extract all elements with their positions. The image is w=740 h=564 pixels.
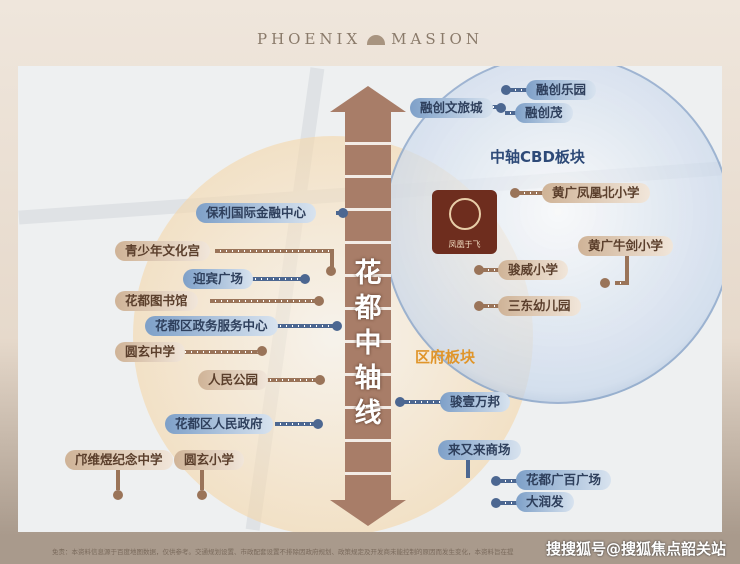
connector-dot xyxy=(313,419,323,429)
connector-dot xyxy=(491,476,501,486)
brand-left: PHOENIX xyxy=(257,30,362,48)
arrow-down-icon xyxy=(330,500,406,526)
poi-hg-fenghuang-school: 黄广凤凰北小学 xyxy=(542,183,650,203)
disclaimer: 免责：本资料信息源于百度地图数据，仅供参考。交通规划设置、市政配套设置不排除因政… xyxy=(52,548,514,556)
connector-dot xyxy=(315,375,325,385)
brand-right: MASION xyxy=(391,30,483,48)
poi-poly-finance-center: 保利国际金融中心 xyxy=(196,203,317,223)
connector-dot xyxy=(600,278,610,288)
poi-sandong-kindergarten: 三东幼儿园 xyxy=(498,296,581,316)
poi-hg-niujian-school: 黄广牛剑小学 xyxy=(578,236,674,256)
connector-dot xyxy=(501,85,511,95)
connector-dot xyxy=(474,301,484,311)
poi-kuang-memorial-school: 邝维煜纪念中学 xyxy=(65,450,173,470)
connector-line xyxy=(265,378,317,382)
connector-line xyxy=(625,256,629,285)
poi-yingbin-square: 迎宾广场 xyxy=(183,269,254,289)
connector-line xyxy=(116,470,120,490)
connector-line xyxy=(466,460,470,478)
poi-rongchuang-mall: 融创茂 xyxy=(515,103,573,123)
poi-laiyoulai-mall: 来又来商场 xyxy=(438,440,521,460)
connector-dot xyxy=(510,188,520,198)
axis-title: 花都中轴线 xyxy=(354,258,382,429)
poi-guangbai-plaza: 花都广百广场 xyxy=(516,470,612,490)
cbd-zone-label: 中轴CBD板块 xyxy=(490,148,585,166)
connector-dot xyxy=(491,498,501,508)
connector-line xyxy=(505,111,517,115)
poi-district-government: 花都区人民政府 xyxy=(165,414,273,434)
brand-logo-icon xyxy=(367,35,386,45)
connector-dot xyxy=(474,265,484,275)
axis-arrow xyxy=(345,112,391,504)
poi-darunfa: 大润发 xyxy=(516,492,574,512)
connector-line xyxy=(510,88,528,92)
poi-rongchuang-park: 融创乐园 xyxy=(526,80,597,100)
connector-dot xyxy=(496,103,506,113)
connector-dot xyxy=(338,208,348,218)
connector-dot xyxy=(314,296,324,306)
logo-text: 凤凰于飞 xyxy=(448,240,481,249)
connector-dot xyxy=(332,321,342,331)
project-logo: 凤凰于飞 xyxy=(432,190,497,254)
connector-dot xyxy=(257,346,267,356)
connector-line xyxy=(275,422,315,426)
poi-yuanxuan-middle-school: 圆玄中学 xyxy=(115,342,186,362)
brand-header: PHOENIX MASION xyxy=(0,30,740,48)
poi-huadu-library: 花都图书馆 xyxy=(115,291,198,311)
poi-junyi-wanbang: 骏壹万邦 xyxy=(440,392,511,412)
connector-dot xyxy=(326,266,336,276)
phoenix-icon xyxy=(448,198,481,230)
connector-dot xyxy=(113,490,123,500)
connector-dot xyxy=(395,397,405,407)
arrow-up-icon xyxy=(330,86,406,112)
connector-line xyxy=(180,350,260,354)
poi-junwei-school: 骏威小学 xyxy=(498,260,569,280)
poi-gov-service-center: 花都区政务服务中心 xyxy=(145,316,278,336)
poi-youth-palace: 青少年文化宫 xyxy=(115,241,211,261)
connector-line xyxy=(200,470,204,490)
connector-line xyxy=(250,277,302,281)
poi-rongchuang-tourism-city: 融创文旅城 xyxy=(410,98,493,118)
connector-dot xyxy=(300,274,310,284)
connector-line xyxy=(488,105,500,109)
connector-line xyxy=(500,501,518,505)
connector-dot xyxy=(197,490,207,500)
connector-line xyxy=(615,281,627,285)
connector-line xyxy=(483,304,499,308)
gov-zone-label: 区府板块 xyxy=(415,348,476,366)
connector-line xyxy=(275,324,333,328)
connector-line xyxy=(500,479,518,483)
connector-line xyxy=(519,191,543,195)
connector-line xyxy=(483,268,499,272)
connector-line xyxy=(404,400,442,404)
connector-line xyxy=(215,249,333,253)
connector-line xyxy=(330,249,334,267)
poi-yuanxuan-primary-school: 圆玄小学 xyxy=(174,450,245,470)
poi-people-park: 人民公园 xyxy=(198,370,269,390)
watermark: 搜搜狐号@搜狐焦点韶关站 xyxy=(545,540,726,558)
connector-line xyxy=(210,299,316,303)
